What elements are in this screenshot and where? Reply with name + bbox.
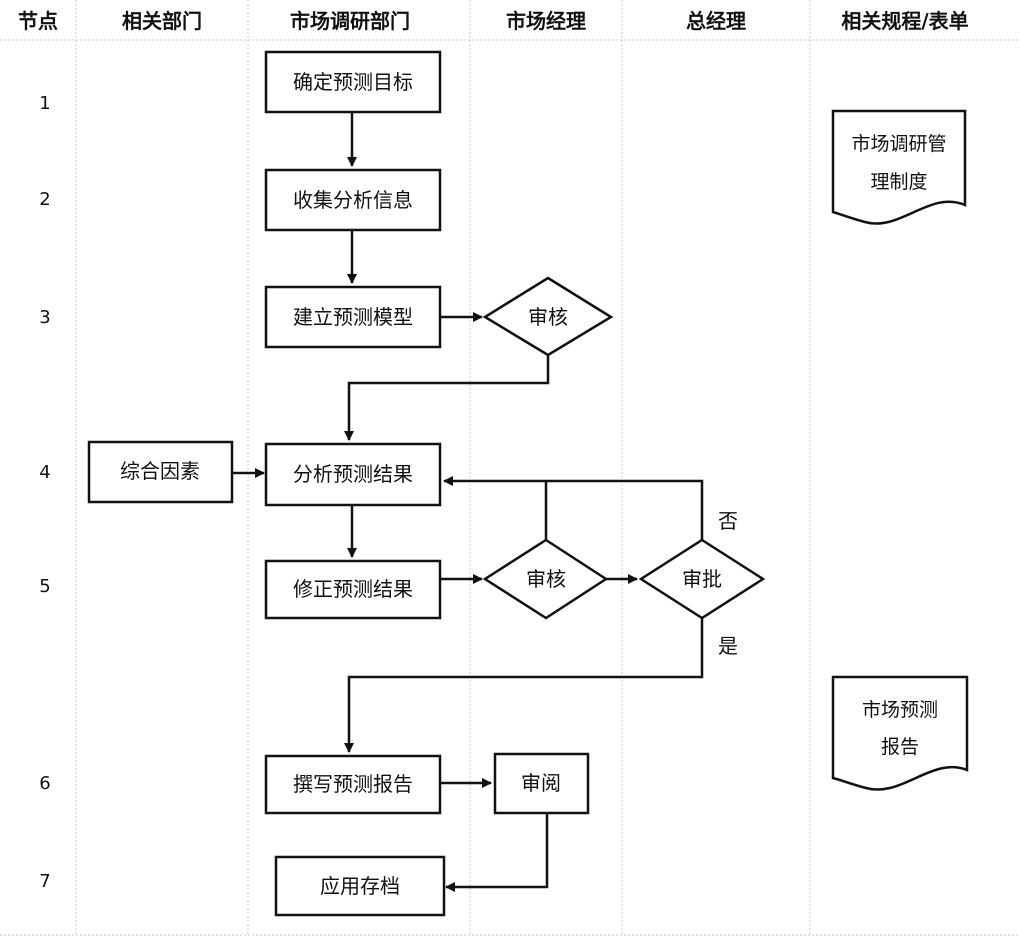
step-review-read: 审阅	[493, 752, 590, 815]
step-apply-archive-label: 应用存档	[320, 874, 400, 898]
doc-forecast-report: 市场预测 报告	[831, 675, 969, 791]
doc-forecast-report-line2: 报告	[881, 736, 919, 758]
branch-label-yes: 是	[718, 634, 738, 658]
step-apply-archive: 应用存档	[274, 855, 446, 917]
node-number-2: 2	[39, 189, 50, 210]
step-write-report: 撰写预测报告	[264, 754, 442, 815]
header-market-manager: 市场经理	[506, 9, 586, 33]
node-number-5: 5	[39, 576, 50, 597]
node-number-1: 1	[39, 93, 50, 114]
doc-research-policy-line2: 理制度	[870, 171, 927, 193]
header-general-manager: 总经理	[686, 9, 746, 33]
decision-review-2: 审核	[482, 538, 609, 620]
node-number-7: 7	[39, 871, 50, 892]
flow-approve-yes	[344, 618, 704, 753]
decision-review-2-label: 审核	[526, 567, 566, 591]
step-build-model-label: 建立预测模型	[293, 305, 413, 329]
doc-research-policy-line1: 市场调研管	[851, 133, 946, 155]
step-analyze-result-label: 分析预测结果	[293, 462, 413, 486]
branch-label-no: 否	[718, 509, 738, 533]
header-procedures: 相关规程/表单	[841, 9, 968, 33]
step-revise-result-label: 修正预测结果	[293, 577, 413, 601]
step-define-goal-label: 确定预测目标	[293, 70, 413, 94]
node-number-3: 3	[39, 307, 50, 328]
step-write-report-label: 撰写预测报告	[293, 772, 413, 796]
step-combined-factors: 综合因素	[87, 440, 234, 504]
header-node: 节点	[18, 9, 58, 33]
node-number-4: 4	[39, 462, 50, 483]
decision-approve: 审批	[638, 538, 766, 620]
header-market-research: 市场调研部门	[290, 9, 410, 33]
step-revise-result: 修正预测结果	[264, 559, 442, 620]
header-related-dept: 相关部门	[122, 9, 202, 33]
decision-approve-label: 审批	[682, 567, 722, 591]
doc-research-policy: 市场调研管 理制度	[831, 109, 967, 225]
step-combined-factors-label: 综合因素	[120, 459, 200, 483]
step-collect-info: 收集分析信息	[264, 168, 442, 232]
step-review-read-label: 审阅	[521, 771, 561, 795]
step-build-model: 建立预测模型	[264, 285, 442, 349]
decision-review-1-label: 审核	[528, 305, 568, 329]
flow-read-to-archive	[445, 813, 549, 892]
flow-review-to-analyze	[344, 355, 550, 441]
step-define-goal: 确定预测目标	[264, 50, 442, 114]
step-analyze-result: 分析预测结果	[264, 442, 442, 507]
node-number-6: 6	[39, 773, 50, 794]
decision-review-1: 审核	[482, 276, 614, 357]
flow-approve-no-return	[443, 476, 704, 540]
step-collect-info-label: 收集分析信息	[293, 188, 413, 212]
doc-forecast-report-line1: 市场预测	[862, 699, 938, 721]
